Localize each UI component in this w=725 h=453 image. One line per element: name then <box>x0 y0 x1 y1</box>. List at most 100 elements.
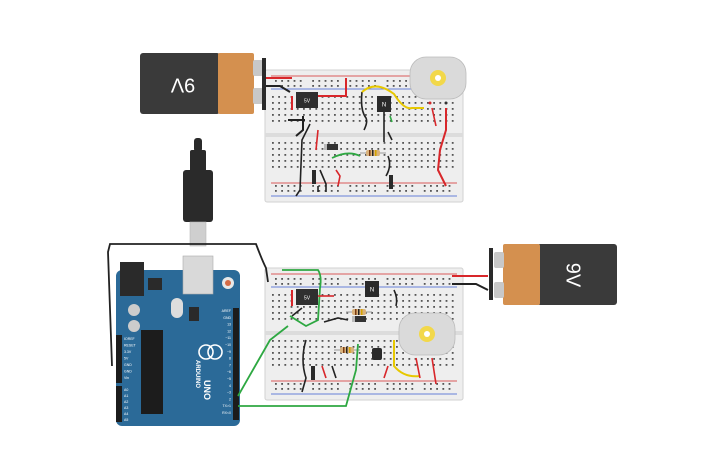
breadboard-hole[interactable] <box>272 148 274 150</box>
breadboard-hole[interactable] <box>303 306 305 308</box>
breadboard-hole[interactable] <box>427 294 429 296</box>
breadboard-hole[interactable] <box>451 148 454 150</box>
breadboard-hole[interactable] <box>420 120 423 122</box>
rail-hole[interactable] <box>423 388 426 390</box>
breadboard-hole[interactable] <box>334 358 336 360</box>
breadboard-hole[interactable] <box>414 96 417 98</box>
rail-hole[interactable] <box>355 85 358 87</box>
breadboard-hole[interactable] <box>284 306 287 308</box>
breadboard-hole[interactable] <box>371 142 373 144</box>
breadboard-hole[interactable] <box>284 340 287 342</box>
rail-hole[interactable] <box>318 278 321 280</box>
rail-hole[interactable] <box>349 85 352 87</box>
rail-hole[interactable] <box>287 383 290 385</box>
rail-hole[interactable] <box>423 185 426 187</box>
breadboard-hole[interactable] <box>346 154 349 156</box>
breadboard-hole[interactable] <box>278 120 280 122</box>
breadboard-hole[interactable] <box>427 102 429 104</box>
breadboard-hole[interactable] <box>396 340 398 342</box>
breadboard-hole[interactable] <box>352 358 355 360</box>
dc-motor-bottom[interactable] <box>398 312 456 356</box>
rail-hole[interactable] <box>337 283 339 285</box>
breadboard-hole[interactable] <box>358 340 361 342</box>
rail-hole[interactable] <box>399 85 401 87</box>
rail-hole[interactable] <box>386 388 389 390</box>
battery-9v-top[interactable]: 9V <box>140 53 266 114</box>
breadboard-hole[interactable] <box>284 166 287 168</box>
breadboard-hole[interactable] <box>408 102 411 104</box>
rail-hole[interactable] <box>281 85 283 87</box>
breadboard-hole[interactable] <box>358 108 361 110</box>
breadboard-hole[interactable] <box>439 120 442 122</box>
rail-hole[interactable] <box>430 383 432 385</box>
rail-hole[interactable] <box>374 278 376 280</box>
breadboard-hole[interactable] <box>321 160 324 162</box>
breadboard-hole[interactable] <box>272 306 274 308</box>
breadboard-hole[interactable] <box>427 120 429 122</box>
rail-hole[interactable] <box>436 185 438 187</box>
usb-cable-icon[interactable] <box>183 138 213 247</box>
breadboard-hole[interactable] <box>371 346 373 348</box>
rail-hole[interactable] <box>361 278 364 280</box>
rail-hole[interactable] <box>405 190 407 192</box>
breadboard-hole[interactable] <box>365 154 367 156</box>
breadboard-hole[interactable] <box>402 364 404 366</box>
rail-hole[interactable] <box>374 80 376 82</box>
breadboard-hole[interactable] <box>352 346 355 348</box>
rail-hole[interactable] <box>324 388 327 390</box>
breadboard-hole[interactable] <box>284 142 287 144</box>
rail-hole[interactable] <box>386 85 389 87</box>
breadboard-hole[interactable] <box>284 300 287 302</box>
breadboard-hole[interactable] <box>352 294 355 296</box>
breadboard-hole[interactable] <box>315 358 318 360</box>
breadboard-hole[interactable] <box>365 346 367 348</box>
breadboard-hole[interactable] <box>290 358 293 360</box>
breadboard-hole[interactable] <box>272 312 274 314</box>
breadboard-hole[interactable] <box>439 306 442 308</box>
rail-hole[interactable] <box>312 85 314 87</box>
breadboard-hole[interactable] <box>296 340 299 342</box>
breadboard-hole[interactable] <box>321 120 324 122</box>
breadboard-hole[interactable] <box>303 340 305 342</box>
breadboard-hole[interactable] <box>278 154 280 156</box>
rail-hole[interactable] <box>368 388 370 390</box>
breadboard-hole[interactable] <box>377 364 380 366</box>
rail-hole[interactable] <box>324 283 327 285</box>
breadboard-hole[interactable] <box>408 364 411 366</box>
breadboard-hole[interactable] <box>321 352 324 354</box>
rail-hole[interactable] <box>287 190 290 192</box>
breadboard-hole[interactable] <box>365 114 367 116</box>
rail-hole[interactable] <box>330 85 333 87</box>
breadboard-hole[interactable] <box>396 294 398 296</box>
rail-hole[interactable] <box>293 388 296 390</box>
rail-hole[interactable] <box>436 383 438 385</box>
voltage-regulator-top[interactable]: 5V <box>296 92 318 108</box>
breadboard-hole[interactable] <box>365 160 367 162</box>
breadboard-hole[interactable] <box>340 358 342 360</box>
breadboard-hole[interactable] <box>402 312 404 314</box>
breadboard-hole[interactable] <box>309 148 311 150</box>
breadboard-hole[interactable] <box>284 96 287 98</box>
breadboard-hole[interactable] <box>427 142 429 144</box>
rail-hole[interactable] <box>349 80 352 82</box>
breadboard-hole[interactable] <box>278 312 280 314</box>
rail-hole[interactable] <box>411 388 414 390</box>
breadboard-hole[interactable] <box>315 346 318 348</box>
breadboard-hole[interactable] <box>433 364 435 366</box>
rail-hole[interactable] <box>312 278 314 280</box>
resistor-bottom-1[interactable] <box>346 309 372 315</box>
breadboard-hole[interactable] <box>408 148 411 150</box>
breadboard-hole[interactable] <box>439 300 442 302</box>
breadboard-hole[interactable] <box>451 166 454 168</box>
breadboard-hole[interactable] <box>290 114 293 116</box>
breadboard-hole[interactable] <box>383 358 386 360</box>
rail-hole[interactable] <box>299 190 302 192</box>
breadboard-hole[interactable] <box>327 114 330 116</box>
breadboard-hole[interactable] <box>346 346 349 348</box>
breadboard-hole[interactable] <box>334 160 336 162</box>
breadboard-hole[interactable] <box>352 340 355 342</box>
breadboard-hole[interactable] <box>352 120 355 122</box>
rail-hole[interactable] <box>368 190 370 192</box>
breadboard-hole[interactable] <box>389 346 392 348</box>
breadboard-hole[interactable] <box>427 148 429 150</box>
